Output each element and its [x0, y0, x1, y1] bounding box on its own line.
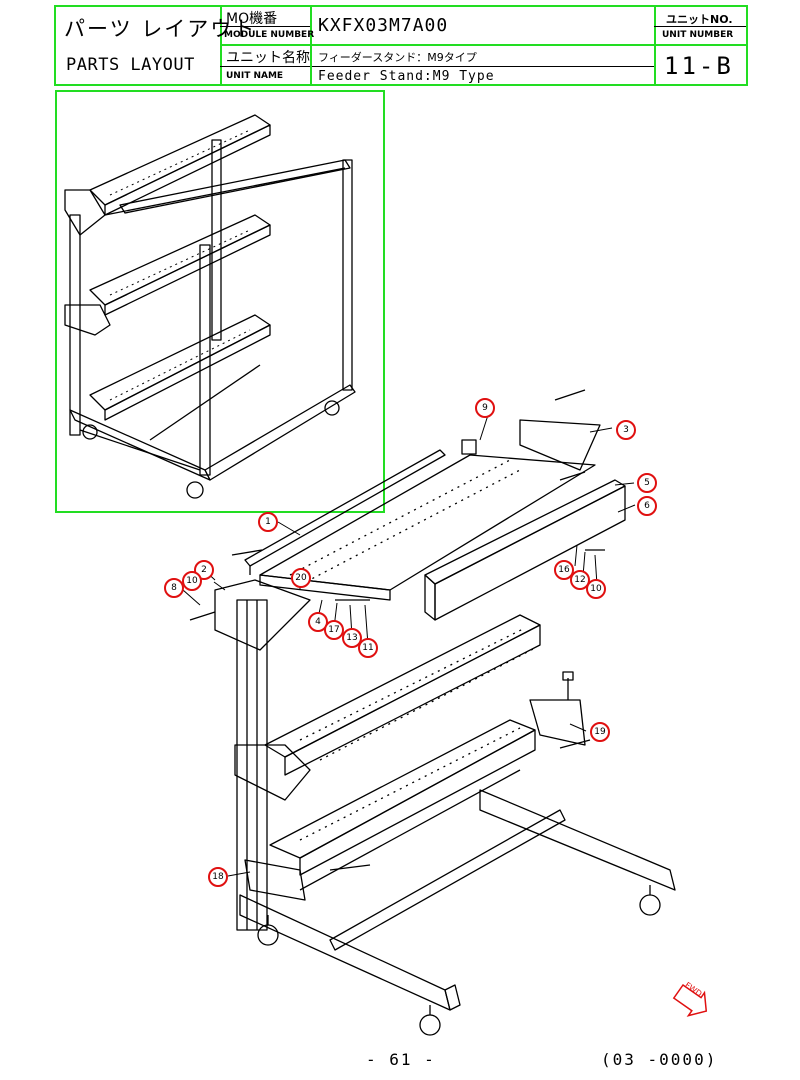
unit-no-label-en: UNIT NUMBER — [662, 30, 734, 40]
callout-3: 3 — [616, 420, 636, 440]
unit-number: 11-B — [664, 52, 734, 80]
unit-no-label-jp: ユニットNO. — [666, 13, 733, 26]
page-number: - 61 - — [366, 1050, 436, 1069]
callout-19: 19 — [590, 722, 610, 742]
callout-13: 13 — [342, 628, 362, 648]
callout-10-left: 10 — [182, 571, 202, 591]
unit-name-label-en: UNIT NAME — [226, 71, 284, 81]
module-number: KXFX03M7A00 — [318, 15, 449, 36]
callout-6: 6 — [637, 496, 657, 516]
callout-16: 16 — [554, 560, 574, 580]
callout-17: 17 — [324, 620, 344, 640]
forward-arrow-icon — [672, 983, 708, 1017]
unit-name-jp: フィーダースタンド：M9タイプ — [318, 51, 477, 64]
callout-11: 11 — [358, 638, 378, 658]
overview-inset — [55, 90, 385, 513]
callout-20: 20 — [291, 568, 311, 588]
module-label-jp: MO機番 — [226, 11, 278, 27]
callout-12: 12 — [570, 570, 590, 590]
exploded-view-illustration — [189, 389, 676, 1036]
title-block: パーツ レイアウト PARTS LAYOUT MO機番 MODULE NUMBE… — [54, 5, 748, 86]
callout-4: 4 — [308, 612, 328, 632]
callout-9: 9 — [475, 398, 495, 418]
title-english: PARTS LAYOUT — [66, 55, 195, 75]
callout-5: 5 — [637, 473, 657, 493]
callout-8: 8 — [164, 578, 184, 598]
unit-name-label-jp: ユニット名称 — [226, 50, 310, 66]
callout-1: 1 — [258, 512, 278, 532]
unit-name-en: Feeder Stand:M9 Type — [318, 69, 495, 84]
inset-stand-illustration — [64, 114, 356, 499]
title-japanese: パーツ レイアウト — [64, 17, 257, 41]
document-code: (03 -0000) — [601, 1050, 718, 1069]
callout-18: 18 — [208, 867, 228, 887]
module-label-en: MODULE NUMBER — [224, 30, 315, 40]
callout-10-right: 10 — [586, 579, 606, 599]
